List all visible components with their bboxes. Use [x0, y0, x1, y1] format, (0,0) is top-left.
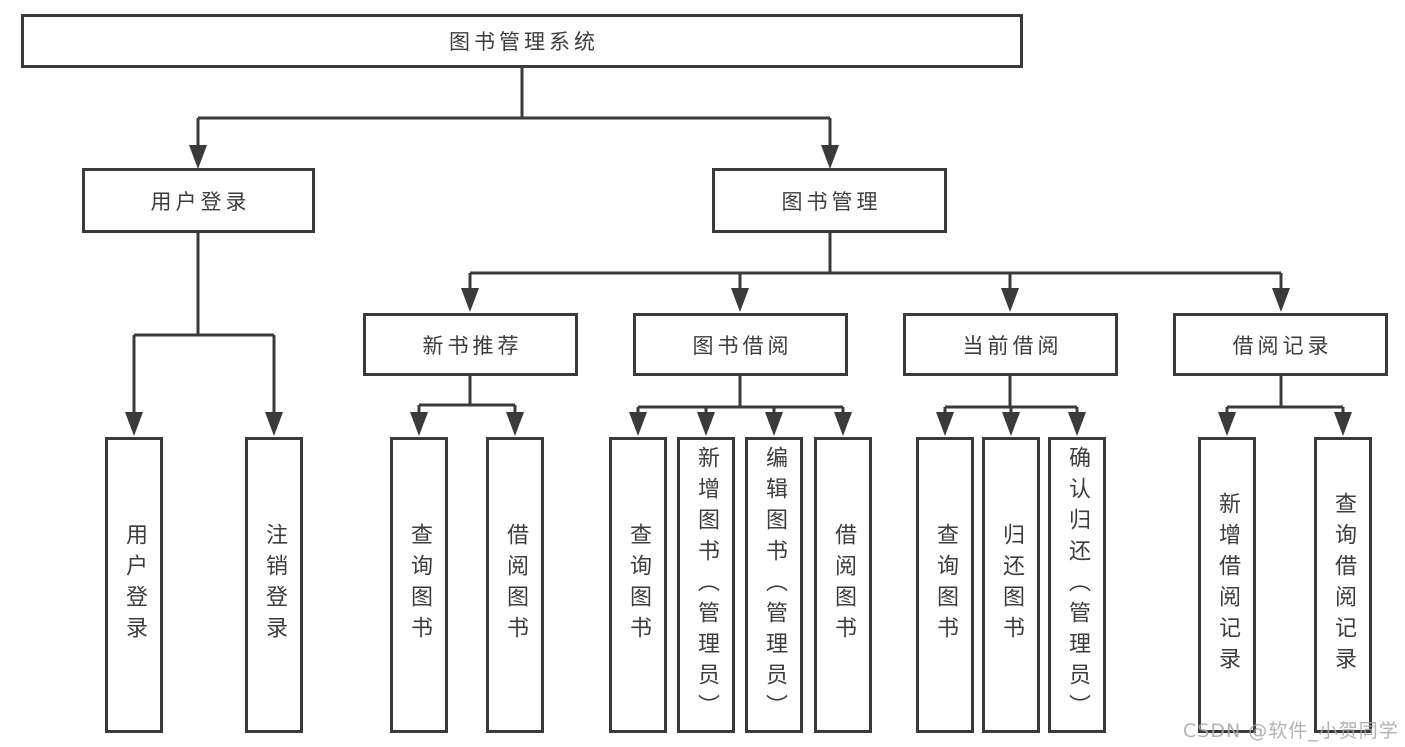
node-book-management: 图书管理 [712, 168, 947, 233]
node-book-borrowing: 图书借阅 [633, 313, 848, 376]
leaf-label: 归还图书 [999, 523, 1024, 647]
leaf-query-books-recommend: 查询图书 [390, 437, 448, 733]
leaf-query-borrow-record: 查询借阅记录 [1314, 437, 1372, 733]
node-user-login: 用户登录 [82, 168, 315, 233]
leaf-query-books-borrowing: 查询图书 [609, 437, 667, 733]
leaf-logout: 注销登录 [245, 437, 303, 733]
leaf-add-book-admin: 新增图书（管理员） [677, 437, 735, 733]
node-label: 图书借阅 [692, 333, 793, 358]
node-label: 当前借阅 [962, 333, 1063, 358]
node-label: 借阅记录 [1232, 333, 1333, 358]
leaf-confirm-return-admin: 确认归还（管理员） [1048, 437, 1106, 733]
leaf-user-login: 用户登录 [105, 437, 163, 733]
node-label: 用户登录 [150, 189, 251, 214]
leaf-label: 用户登录 [122, 523, 147, 647]
node-label: 图书管理 [781, 189, 882, 214]
leaf-label: 借阅图书 [503, 523, 528, 647]
node-current-borrowing: 当前借阅 [903, 313, 1118, 376]
leaf-label: 查询借阅记录 [1331, 492, 1356, 678]
csdn-watermark: CSDN @软件_小贺同学 [1183, 720, 1399, 742]
leaf-label: 新增借阅记录 [1215, 492, 1240, 678]
leaf-query-books-current: 查询图书 [916, 437, 974, 733]
node-label: 新书推荐 [422, 333, 523, 358]
leaf-label: 借阅图书 [831, 523, 856, 647]
leaf-borrow-books-recommend: 借阅图书 [486, 437, 544, 733]
node-library-management-system: 图书管理系统 [21, 14, 1023, 68]
leaf-label: 查询图书 [933, 523, 958, 647]
node-borrowing-records: 借阅记录 [1173, 313, 1388, 376]
node-new-book-recommend: 新书推荐 [363, 313, 578, 376]
leaf-label: 查询图书 [407, 523, 432, 647]
leaf-return-books: 归还图书 [982, 437, 1040, 733]
leaf-borrow-books-borrowing: 借阅图书 [814, 437, 872, 733]
leaf-label: 新增图书（管理员） [694, 445, 719, 725]
leaf-label: 确认归还（管理员） [1065, 445, 1090, 725]
leaf-label: 编辑图书（管理员） [762, 445, 787, 725]
node-label: 图书管理系统 [449, 30, 599, 54]
leaf-label: 注销登录 [262, 523, 287, 647]
leaf-add-borrow-record: 新增借阅记录 [1198, 437, 1256, 733]
leaf-edit-book-admin: 编辑图书（管理员） [745, 437, 803, 733]
leaf-label: 查询图书 [626, 523, 651, 647]
